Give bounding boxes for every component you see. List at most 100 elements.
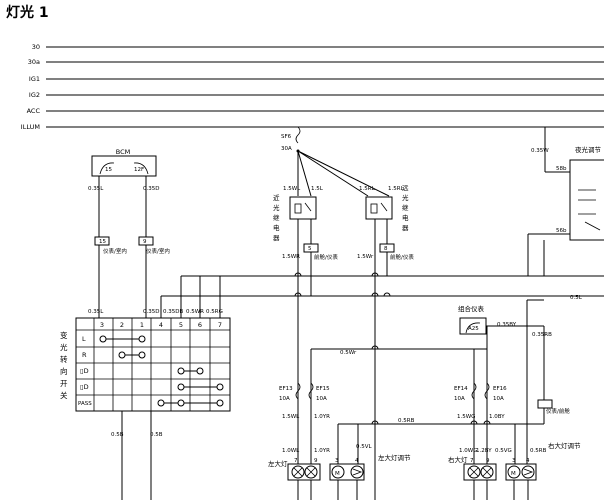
svg-text:1.0YR: 1.0YR	[314, 414, 330, 420]
svg-text:L: L	[82, 335, 86, 343]
svg-text:远: 远	[402, 184, 409, 192]
bcm-wire-right: 0.35D	[143, 186, 159, 192]
rail-label-30: 30	[32, 43, 40, 51]
relay-connector-5: 5 前舱/仪表	[303, 243, 338, 261]
svg-text:1.5WR: 1.5WR	[282, 254, 300, 260]
fuses-lower: EF13 10A EF15 10A EF14 10A EF16 10A	[279, 382, 507, 402]
svg-text:9: 9	[486, 458, 490, 464]
svg-text:4: 4	[526, 458, 530, 464]
rail-label-acc: ACC	[27, 107, 41, 115]
svg-text:左大灯: 左大灯	[268, 459, 288, 468]
instrument-cluster: 组合仪表 A25 0.35BY 0.35RB	[458, 304, 552, 338]
svg-text:A25: A25	[468, 326, 479, 332]
right-headlamp: 7 9 右大灯	[448, 455, 497, 481]
fuse-sf6: SF6 30A	[281, 126, 301, 153]
svg-text:电: 电	[273, 223, 280, 232]
svg-text:1.0WL: 1.0WL	[282, 448, 300, 454]
svg-text:仪表/室内: 仪表/室内	[146, 247, 170, 255]
svg-text:1.5WL: 1.5WL	[283, 186, 301, 192]
rail-label-30a: 30a	[28, 58, 40, 66]
svg-text:0.5WR: 0.5WR	[186, 309, 204, 315]
svg-text:1: 1	[140, 321, 144, 329]
left-headlamp: 7 9 左大灯	[268, 458, 321, 481]
svg-text:前舱/仪表: 前舱/仪表	[314, 253, 338, 261]
svg-text:仪表/室内: 仪表/室内	[103, 247, 127, 255]
svg-text:5: 5	[308, 246, 312, 252]
svg-text:0.5RB: 0.5RB	[530, 448, 547, 454]
svg-text:3: 3	[100, 321, 104, 329]
svg-text:SF6: SF6	[281, 134, 292, 140]
svg-text:M: M	[335, 471, 340, 477]
svg-text:1.5RL: 1.5RL	[388, 186, 405, 192]
svg-text:1.2BY: 1.2BY	[476, 448, 492, 454]
svg-text:4: 4	[355, 458, 359, 464]
svg-text:0.35D: 0.35D	[143, 309, 159, 315]
svg-text:0.35BY: 0.35BY	[497, 322, 517, 328]
svg-text:9: 9	[314, 458, 318, 464]
svg-text:1.5L: 1.5L	[311, 186, 324, 192]
svg-text:组合仪表: 组合仪表	[458, 304, 485, 313]
mid-wire-label: 0.5Wr	[340, 350, 357, 356]
svg-text:0.35L: 0.35L	[88, 309, 104, 315]
svg-text:R: R	[82, 351, 87, 359]
svg-text:EF15: EF15	[316, 386, 330, 392]
svg-text:0.35DB: 0.35DB	[163, 309, 183, 315]
rail-label-illum: ILLUM	[21, 123, 40, 131]
rail-label-ig2: IG2	[29, 91, 40, 99]
svg-text:EF16: EF16	[493, 386, 507, 392]
low-beam-relay: 近 光 继 电 器 1.5WL 1.5L	[273, 186, 324, 242]
svg-text:10A: 10A	[454, 396, 465, 402]
svg-text:转: 转	[60, 354, 68, 364]
svg-text:EF14: EF14	[454, 386, 468, 392]
svg-text:10A: 10A	[279, 396, 290, 402]
right-leveler: 3 4 M 右大灯调节	[505, 441, 581, 481]
bcm-module: BCM 15 12F	[91, 148, 157, 177]
svg-text:6: 6	[198, 321, 202, 329]
svg-text:1.5RL: 1.5RL	[359, 186, 376, 192]
power-rails: 30 30a IG1 IG2 ACC ILLUM	[21, 43, 604, 131]
svg-text:0.5B: 0.5B	[150, 432, 163, 438]
svg-text:前舱/仪表: 前舱/仪表	[390, 253, 414, 261]
svg-text:0.5VG: 0.5VG	[495, 448, 512, 454]
svg-text:1.0BY: 1.0BY	[489, 414, 505, 420]
svg-text:右大灯调节: 右大灯调节	[548, 441, 581, 450]
svg-text:10A: 10A	[316, 396, 327, 402]
page-title: 灯光 1	[6, 5, 49, 21]
svg-text:2: 2	[120, 321, 124, 329]
svg-text:0.5VL: 0.5VL	[356, 444, 373, 450]
bcm-label: BCM	[116, 148, 131, 156]
svg-text:器: 器	[273, 234, 280, 242]
svg-text:0.35RB: 0.35RB	[532, 332, 552, 338]
svg-text:仪表/前舱: 仪表/前舱	[546, 407, 570, 415]
svg-text:1.5WG: 1.5WG	[457, 414, 475, 420]
svg-text:7: 7	[470, 458, 474, 464]
svg-text:PASS: PASS	[78, 401, 92, 407]
svg-text:继: 继	[273, 213, 280, 222]
svg-text:夜光调节: 夜光调节	[575, 145, 602, 154]
svg-text:近: 近	[273, 193, 280, 202]
svg-text:7: 7	[218, 321, 222, 329]
svg-text:3: 3	[512, 458, 516, 464]
bcm-pin-15: 15	[105, 167, 112, 173]
bcm-connector-9: 9 仪表/室内	[138, 236, 170, 255]
dimmer-turn-switch: 3 2 1 4 5 6 7 L R ▯D ▯D PASS	[75, 317, 231, 412]
wire-hops	[294, 272, 491, 425]
night-dimmer: 0.35W 夜光调节 58b 56b	[527, 127, 604, 276]
svg-text:关: 关	[60, 390, 68, 400]
svg-text:M: M	[511, 471, 516, 477]
svg-text:继: 继	[402, 203, 409, 212]
relay-connector-8: 8 前舱/仪表	[379, 243, 414, 261]
high-beam-relay: 远 光 继 电 器 1.5RL 1.5RL	[359, 184, 409, 232]
left-leveler: 3 4 M 左大灯调节	[329, 453, 411, 481]
svg-text:15: 15	[99, 239, 106, 245]
svg-text:电: 电	[402, 213, 409, 222]
bottom-bus-wire-label: 0.5RB	[398, 418, 415, 424]
svg-text:光: 光	[402, 193, 409, 202]
svg-text:右大灯: 右大灯	[448, 455, 468, 464]
svg-text:1.0WG: 1.0WG	[459, 448, 477, 454]
bcm-connector-15: 15 仪表/室内	[94, 236, 127, 255]
svg-text:变: 变	[60, 330, 68, 340]
svg-text:光: 光	[60, 342, 68, 352]
svg-text:向: 向	[60, 366, 68, 376]
rail-label-ig1: IG1	[29, 75, 40, 83]
